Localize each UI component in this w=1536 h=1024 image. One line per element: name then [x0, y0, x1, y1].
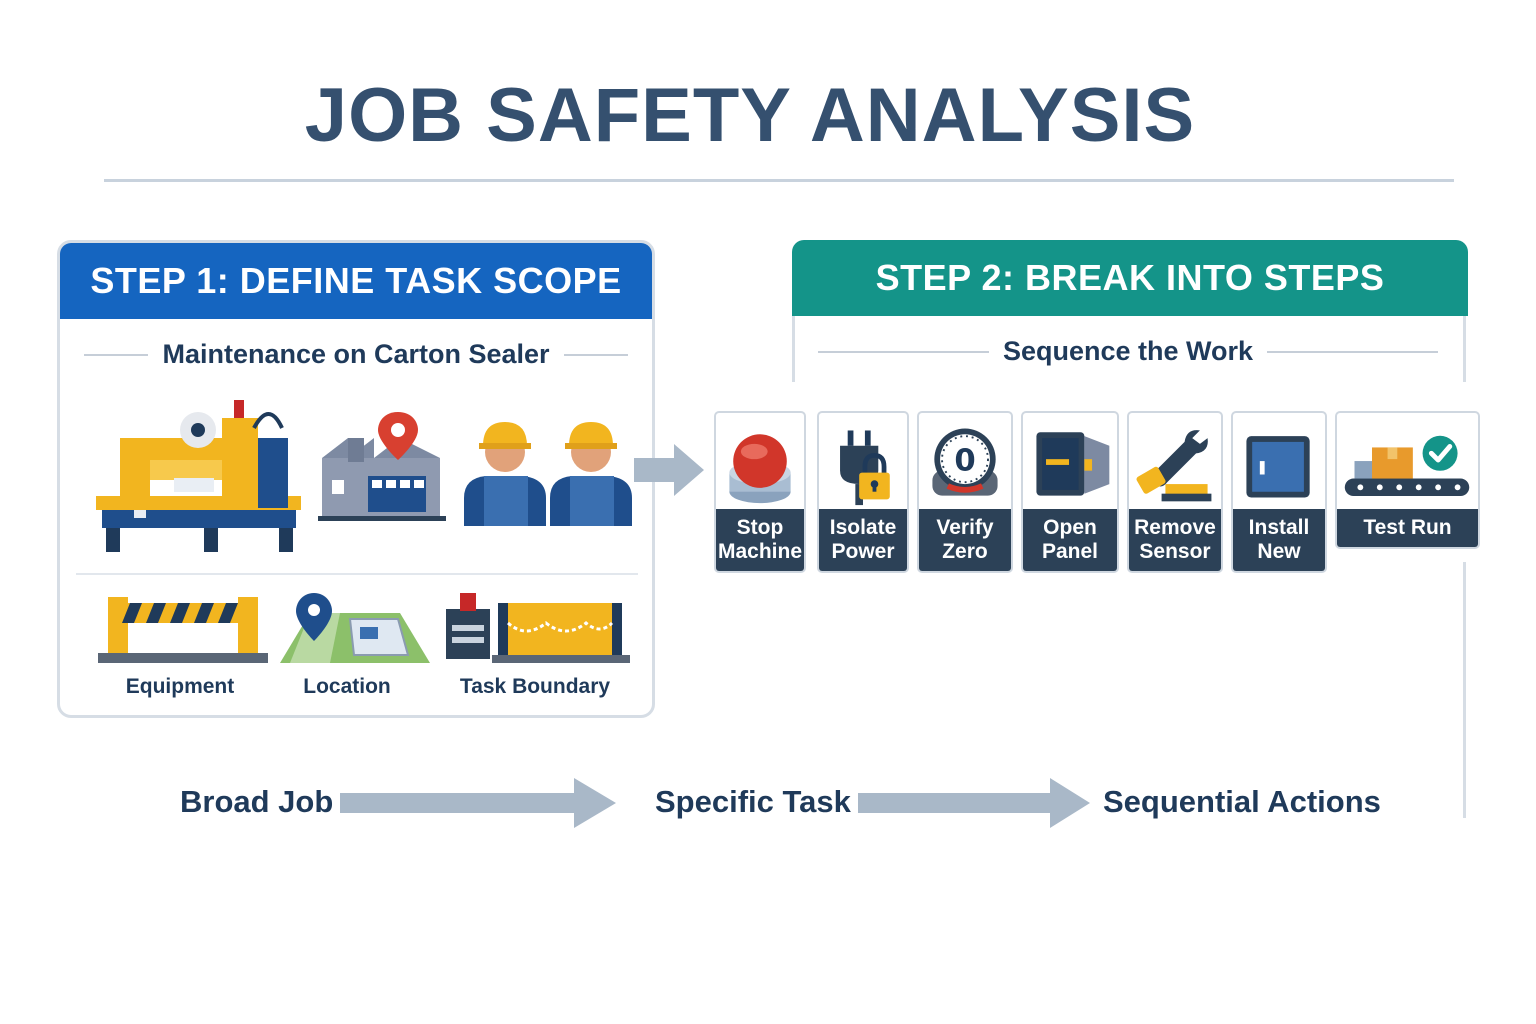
flow-label-sequential-actions: Sequential Actions: [1103, 784, 1381, 819]
svg-text:0: 0: [954, 444, 975, 479]
step2-border-right: [1463, 316, 1466, 382]
factory-location-icon: [318, 412, 446, 521]
step-label: Verify Zero: [919, 509, 1011, 571]
flow-arrow-icon: [340, 778, 616, 828]
carton-sealer-icon: [96, 400, 301, 552]
step-card-remove-sensor: Remove Sensor: [1127, 411, 1223, 573]
step2-border-right-lower: [1463, 562, 1466, 818]
flow-arrow-icon: [858, 778, 1090, 828]
wrench-icon: [1136, 430, 1212, 502]
step-label: Open Panel: [1023, 509, 1117, 571]
step-card-stop-machine: Stop Machine: [714, 411, 806, 573]
flow-label-specific-task: Specific Task: [655, 784, 851, 819]
step2-header: STEP 2: BREAK INTO STEPS: [792, 240, 1468, 316]
boundary-icon: [446, 593, 630, 663]
step1-subtitle: Maintenance on Carton Sealer: [162, 339, 550, 369]
page-title: JOB SAFETY ANALYSIS: [304, 73, 1196, 158]
step1-panel: STEP 1: DEFINE TASK SCOPE Maintenance on…: [57, 240, 655, 718]
subtitle-rule-left: [818, 350, 989, 353]
step1-subtitle-row: Maintenance on Carton Sealer: [84, 339, 629, 370]
step-label: Install New: [1233, 509, 1325, 571]
workers-icon: [464, 422, 632, 526]
step2-border-left: [792, 316, 795, 382]
item-label-task-boundary: Task Boundary: [459, 675, 611, 698]
subtitle-rule-right: [1267, 350, 1439, 353]
barrier-icon: [98, 597, 268, 663]
subtitle-rule-left: [84, 353, 149, 356]
step-label: Remove Sensor: [1129, 509, 1221, 571]
stop-button-icon: [729, 434, 791, 504]
subtitle-rule-right: [563, 353, 629, 356]
step-card-isolate-power: Isolate Power: [817, 411, 909, 573]
step-label: Test Run: [1337, 509, 1478, 547]
install-icon: [1246, 436, 1310, 498]
title-divider: [104, 179, 1454, 182]
step-card-install-new: Install New: [1231, 411, 1327, 573]
panel-icon: [1036, 432, 1110, 496]
step1-divider: [76, 573, 638, 575]
step-card-verify-zero: 0 Verify Zero: [917, 411, 1013, 573]
step-card-open-panel: Open Panel: [1021, 411, 1119, 573]
panel-connector-arrow-icon: [634, 444, 704, 496]
step-card-test-run: Test Run: [1335, 411, 1480, 549]
step-label: Stop Machine: [716, 509, 804, 571]
item-label-equipment: Equipment: [125, 675, 235, 698]
flow-label-broad-job: Broad Job: [180, 784, 334, 819]
step2-subtitle: Sequence the Work: [1002, 336, 1254, 366]
step-label: Isolate Power: [819, 509, 907, 571]
step1-header: STEP 1: DEFINE TASK SCOPE: [60, 243, 652, 319]
item-label-location: Location: [303, 675, 391, 698]
step2-subtitle-row: Sequence the Work: [818, 336, 1439, 367]
plug-lock-icon: [840, 430, 890, 506]
conveyor-check-icon: [1344, 435, 1470, 497]
map-pin-icon: [280, 593, 430, 663]
gauge-zero-icon: 0: [932, 428, 998, 496]
